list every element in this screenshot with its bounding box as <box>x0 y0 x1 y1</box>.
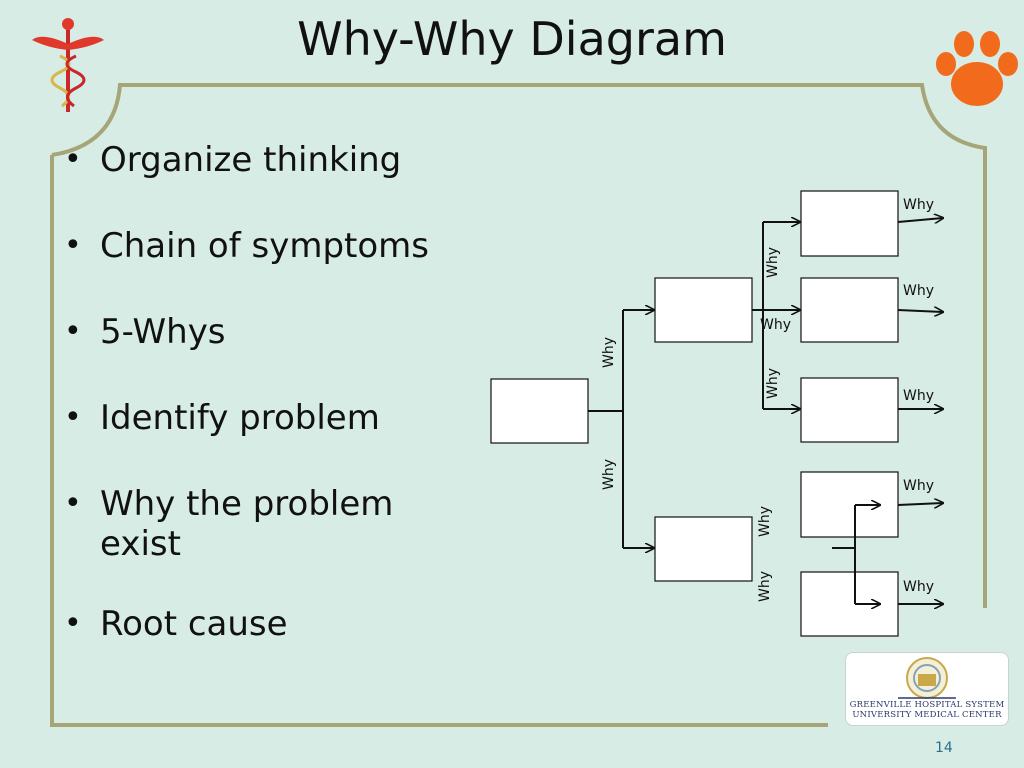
bullet-dot: • <box>64 142 82 177</box>
page-number: 14 <box>935 740 953 756</box>
why-label: Why <box>757 571 773 602</box>
bullet-text: Why the problem exist <box>100 484 394 564</box>
why-box-2b <box>800 277 899 343</box>
arrow <box>897 218 943 222</box>
bullet-item: • Why the problem exist <box>60 484 460 564</box>
logo-line-1: GREENVILLE HOSPITAL SYSTEM <box>849 700 1005 710</box>
why-label: Why <box>601 337 617 368</box>
why-label: Why <box>765 247 781 278</box>
why-label: Why <box>903 283 934 299</box>
bullet-dot: • <box>64 606 82 641</box>
bullet-dot: • <box>64 314 82 349</box>
bullet-text: Organize thinking <box>100 140 402 180</box>
why-box-2c <box>800 377 899 443</box>
why-label: Why <box>903 197 934 213</box>
bullet-list: • Organize thinking • Chain of symptoms • 5… <box>60 140 460 690</box>
why-label: Why <box>765 368 781 399</box>
bullet-item: • 5-Whys <box>60 312 460 352</box>
page-title: Why-Why Diagram <box>297 12 727 66</box>
bullet-text: Identify problem <box>100 398 380 438</box>
arrow <box>897 503 943 505</box>
why-label: Why <box>903 579 934 595</box>
bullet-item: • Root cause <box>60 604 460 644</box>
bullet-item: • Identify problem <box>60 398 460 438</box>
why-label: Why <box>903 478 934 494</box>
bullet-dot: • <box>64 228 82 263</box>
bullet-item: • Chain of symptoms <box>60 226 460 266</box>
caduceus-icon <box>32 18 104 112</box>
bullet-item: • Organize thinking <box>60 140 460 180</box>
bullet-dot: • <box>64 400 82 435</box>
why-box-1b <box>654 516 753 582</box>
bullet-text: 5-Whys <box>100 312 226 352</box>
bullet-text: Chain of symptoms <box>100 226 430 266</box>
logo-line-2: UNIVERSITY MEDICAL CENTER <box>852 710 1002 720</box>
bullet-text: Root cause <box>100 604 288 644</box>
why-box-2a <box>800 190 899 257</box>
why-label: Why <box>757 506 773 537</box>
arrow <box>897 310 943 312</box>
why-label: Why <box>760 317 791 333</box>
why-label: Why <box>903 388 934 404</box>
why-label: Why <box>601 459 617 490</box>
hospital-logo: GREENVILLE HOSPITAL SYSTEM UNIVERSITY ME… <box>845 652 1009 726</box>
problem-box <box>490 378 589 444</box>
why-box-2d <box>800 471 899 538</box>
paw-icon <box>936 31 1018 106</box>
why-box-1a <box>654 277 753 343</box>
bullet-dot: • <box>64 486 82 521</box>
why-box-2e <box>800 571 899 637</box>
seal-icon <box>898 657 956 699</box>
